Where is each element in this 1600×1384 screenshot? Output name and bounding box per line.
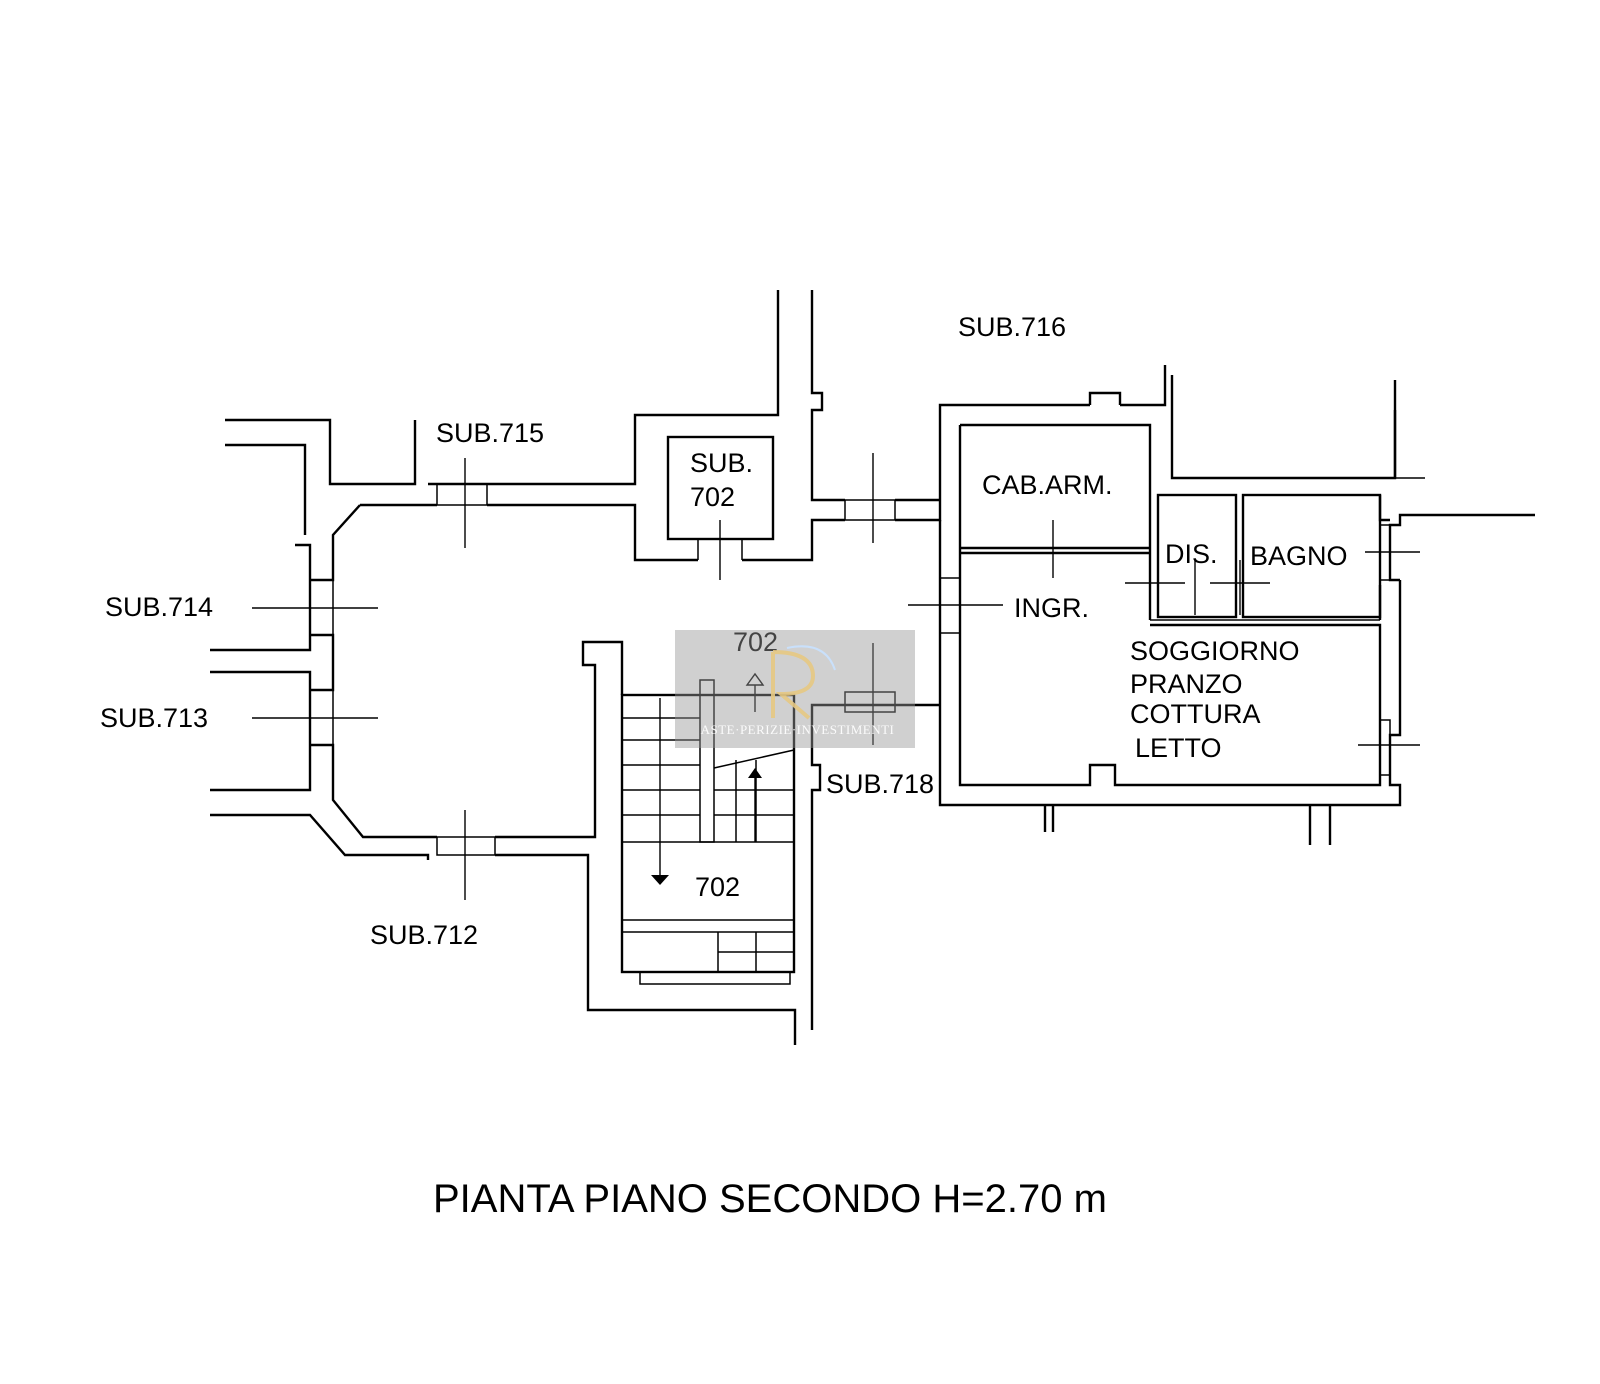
watermark-text: ASTE·PERIZIE·INVESTIMENTI bbox=[700, 722, 895, 737]
label-stair-702-top: 702 bbox=[733, 627, 778, 657]
room-labels: SUB.716 SUB.715 SUB. 702 SUB.714 SUB.713… bbox=[100, 312, 1348, 950]
watermark-logo-icon bbox=[771, 645, 836, 720]
label-sub-718: SUB.718 bbox=[826, 769, 934, 799]
opening-markers bbox=[252, 453, 1420, 900]
label-stair-702-bottom: 702 bbox=[695, 872, 740, 902]
label-sub-702-line1: SUB. bbox=[690, 448, 753, 478]
apartment-walls bbox=[938, 375, 1535, 845]
label-cab-arm: CAB.ARM. bbox=[982, 470, 1113, 500]
stairwell bbox=[620, 672, 896, 985]
label-cottura: COTTURA bbox=[1130, 699, 1261, 729]
label-sub-702-line2: 702 bbox=[690, 482, 735, 512]
label-sub-712: SUB.712 bbox=[370, 920, 478, 950]
label-soggiorno: SOGGIORNO bbox=[1130, 636, 1300, 666]
label-letto: LETTO bbox=[1135, 733, 1222, 763]
label-sub-713: SUB.713 bbox=[100, 703, 208, 733]
watermark-box bbox=[675, 630, 915, 748]
label-sub-715: SUB.715 bbox=[436, 418, 544, 448]
label-bagno: BAGNO bbox=[1250, 541, 1348, 571]
plan-title: PIANTA PIANO SECONDO H=2.70 m bbox=[433, 1177, 1107, 1221]
label-ingr: INGR. bbox=[1014, 593, 1089, 623]
label-pranzo: PRANZO bbox=[1130, 669, 1243, 699]
label-sub-716: SUB.716 bbox=[958, 312, 1066, 342]
label-dis: DIS. bbox=[1165, 539, 1218, 569]
label-sub-714: SUB.714 bbox=[105, 592, 213, 622]
